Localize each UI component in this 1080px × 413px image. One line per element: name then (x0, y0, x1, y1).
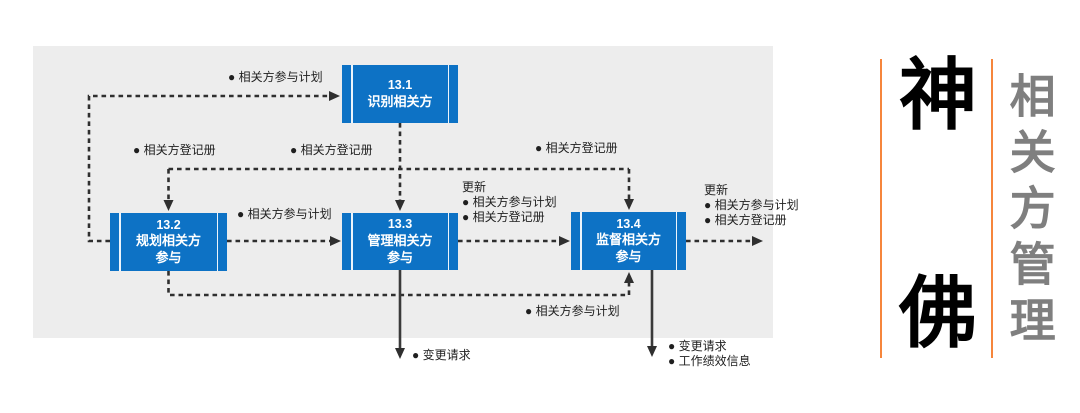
label-outputs-13-4: ● 变更请求 ● 工作绩效信息 (668, 339, 751, 368)
process-box-13-1-name: 识别相关方 (367, 93, 433, 109)
label-register-right: ● 相关方登记册 (535, 141, 618, 155)
process-box-13-3: 13.3 管理相关方 参与 (342, 213, 458, 270)
accent-rule-right (991, 59, 993, 358)
label-register-middle: ● 相关方登记册 (290, 143, 373, 157)
label-updates-from-13-4: 更新 ● 相关方参与计划 ● 相关方登记册 (704, 183, 799, 227)
brand-char-bottom: 佛 (898, 269, 977, 357)
label-plan-13-2-to-13-3: ● 相关方参与计划 (237, 207, 332, 221)
process-box-13-4: 13.4 监督相关方 参与 (571, 212, 686, 270)
process-box-13-4-name: 监督相关方 参与 (595, 232, 661, 265)
process-box-13-3-name: 管理相关方 参与 (367, 232, 433, 265)
connector-plan-bottom-13-2-to-13-4 (167, 271, 634, 297)
process-box-13-3-id: 13.3 (387, 217, 413, 232)
connector-plan-feedback-13-2-to-13-1 (87, 91, 340, 243)
process-box-13-1-id: 13.1 (387, 78, 413, 93)
process-box-13-2: 13.2 规划相关方 参与 (110, 213, 227, 271)
label-plan-bottom-to-13-4: ● 相关方参与计划 (525, 304, 620, 318)
label-plan-into-13-1: ● 相关方参与计划 (228, 70, 323, 84)
process-box-13-1: 13.1 识别相关方 (342, 65, 458, 123)
label-updates-from-13-3: 更新 ● 相关方参与计划 ● 相关方登记册 (462, 180, 557, 224)
label-change-request-13-3: ● 变更请求 (412, 348, 471, 362)
process-box-13-2-id: 13.2 (156, 217, 181, 232)
accent-rule-left (880, 59, 882, 358)
label-register-left: ● 相关方登记册 (133, 143, 216, 157)
brand-char-top: 神 (898, 51, 977, 139)
brand-characters: 神 佛 (894, 56, 982, 352)
process-box-13-2-name: 规划相关方 参与 (135, 233, 201, 266)
vertical-title: 相关方管理 (1003, 72, 1056, 352)
process-box-13-4-id: 13.4 (616, 216, 641, 231)
